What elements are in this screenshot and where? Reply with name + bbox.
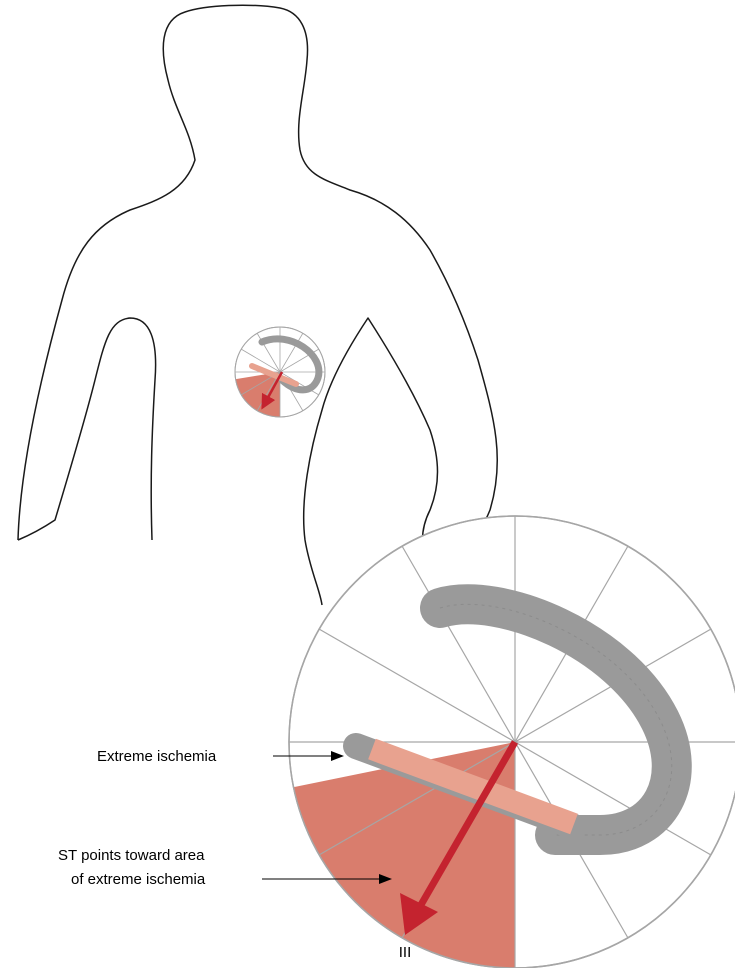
label-extreme-ischemia: Extreme ischemia: [97, 748, 217, 765]
left-arm-outline: [18, 318, 156, 540]
label-lead-iii: III: [399, 944, 412, 961]
small-hexaxial-wheel: [230, 327, 325, 420]
label-st-points-line2: of extreme ischemia: [71, 871, 206, 888]
small-ischemia-sector: [230, 372, 280, 420]
large-hexaxial-wheel: [280, 516, 735, 968]
body-outline: [18, 5, 497, 605]
label-st-points-line1: ST points toward area: [58, 847, 205, 864]
